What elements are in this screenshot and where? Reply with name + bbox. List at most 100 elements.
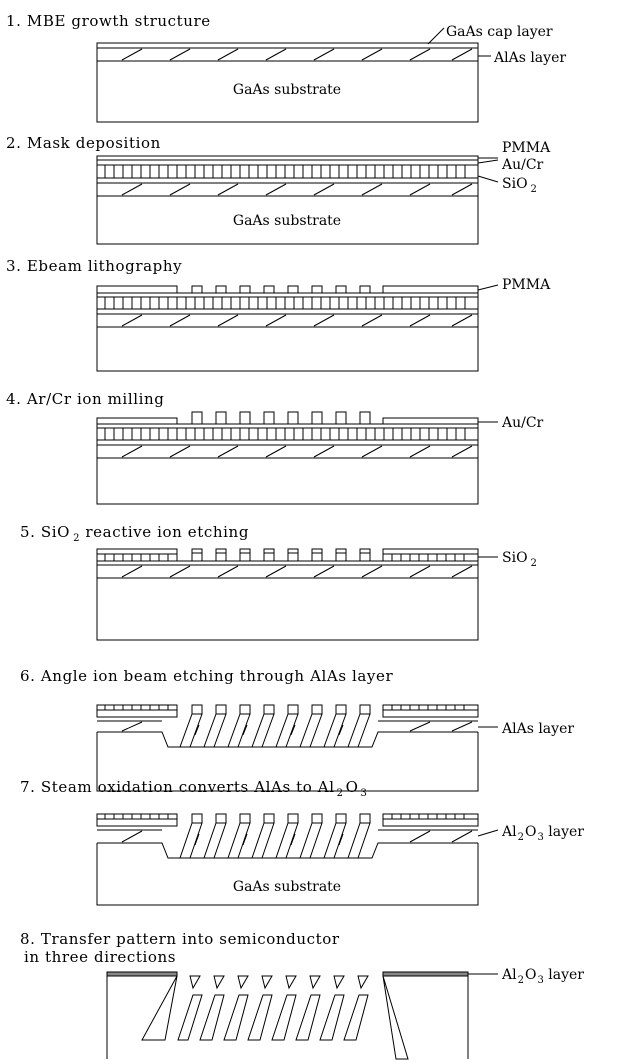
step-8-stack — [106, 971, 498, 1060]
step-4: 4. Ar/Cr ion milling — [6, 390, 544, 505]
step-1-title: 1. MBE growth structure — [6, 12, 211, 30]
pmma-block — [96, 285, 178, 294]
label-al2o3-layer: Al2O3 layer — [501, 824, 584, 843]
sio2-ticks — [104, 554, 465, 561]
au-cr-line — [359, 411, 371, 425]
al2o3-strip — [382, 971, 469, 977]
sio2-ticks — [104, 165, 466, 178]
gaas-substrate-block — [96, 42, 479, 123]
label-gaas-substrate: GaAs substrate — [233, 213, 341, 229]
au-cr-line — [335, 411, 347, 425]
alas-hatch — [121, 721, 473, 736]
leader-line — [427, 27, 445, 45]
step-3: 3. Ebeam lithography — [6, 257, 551, 372]
sio2-ticks — [104, 814, 465, 819]
leader-line — [477, 175, 499, 183]
label-al2o3-layer: Al2O3 layer — [501, 967, 584, 986]
sio2-line — [215, 548, 227, 562]
sio2-block — [382, 704, 479, 718]
pmma-line — [239, 285, 251, 294]
au-cr-block — [96, 417, 178, 425]
sio2-block — [96, 813, 178, 827]
step-1: 1. MBE growth structure GaAs cap layer A… — [6, 12, 566, 123]
label-alas-layer: AlAs layer — [493, 50, 566, 66]
alas-hatch — [121, 445, 473, 458]
step-2: 2. Mask deposition — [6, 134, 551, 245]
pmma-line — [287, 285, 299, 294]
label-gaas-cap-layer: GaAs cap layer — [446, 24, 553, 40]
pmma-line — [263, 285, 275, 294]
step-8-title-line-2: in three directions — [24, 948, 176, 966]
al2o3-hatch — [121, 830, 473, 846]
angled-posts — [179, 704, 371, 748]
alas-hatch — [121, 48, 473, 61]
alas-hatch — [121, 565, 473, 578]
au-cr-line — [263, 411, 275, 425]
label-alas-layer: AlAs layer — [501, 721, 574, 737]
trench-right-wall — [382, 975, 409, 1060]
gaas-substrate-block — [96, 560, 479, 641]
sio2-block — [96, 704, 178, 718]
au-cr-line — [311, 411, 323, 425]
pmma-line — [311, 285, 323, 294]
label-au-cr: Au/Cr — [501, 415, 544, 431]
sio2-block — [96, 548, 178, 562]
label-gaas-substrate: GaAs substrate — [233, 879, 341, 895]
au-cr-line — [215, 411, 227, 425]
pmma-line — [215, 285, 227, 294]
pmma-line — [359, 285, 371, 294]
leader-line — [477, 284, 499, 291]
etched-surface — [97, 731, 478, 748]
sio2-block — [382, 548, 479, 562]
sio2-ticks — [104, 705, 465, 710]
step-5-stack — [96, 548, 498, 641]
label-pmma: PMMA — [502, 140, 551, 156]
gaas-substrate-block — [96, 423, 479, 505]
au-cr-line — [191, 411, 203, 425]
gaas-substrate-block — [96, 843, 479, 906]
step-1-stack — [96, 27, 491, 123]
leader-line — [477, 159, 499, 164]
label-pmma: PMMA — [502, 277, 551, 293]
alas-hatch — [121, 183, 473, 196]
step-3-title: 3. Ebeam lithography — [6, 257, 182, 275]
label-au-cr: Au/Cr — [501, 157, 544, 173]
step-8-title-line-1: 8. Transfer pattern into semiconductor — [20, 930, 340, 948]
au-cr-block — [382, 417, 479, 425]
angled-posts — [179, 813, 371, 859]
pmma-block — [382, 285, 479, 294]
leader-line — [477, 829, 499, 837]
sio2-block — [382, 813, 479, 827]
step-8: 8. Transfer pattern into semiconductor i… — [20, 930, 584, 1060]
step-7-stack — [96, 813, 499, 906]
sio2-ticks — [104, 297, 466, 309]
step-4-stack — [96, 411, 498, 505]
trench-left-wall — [141, 975, 178, 1041]
step-3-stack — [96, 284, 499, 372]
gaas-substrate-block — [96, 155, 479, 245]
sio2-line — [335, 548, 347, 562]
step-2-stack — [96, 155, 499, 245]
sio2-line — [359, 548, 371, 562]
gaas-substrate-block — [96, 292, 479, 372]
al2o3-strip — [106, 971, 178, 977]
sio2-line — [239, 548, 251, 562]
sio2-line — [191, 548, 203, 562]
gaas-substrate-block — [96, 732, 479, 792]
pmma-line — [191, 285, 203, 294]
step-6-stack — [96, 704, 498, 792]
label-gaas-substrate: GaAs substrate — [233, 82, 341, 98]
au-cr-line — [239, 411, 251, 425]
sio2-line — [263, 548, 275, 562]
step-2-title: 2. Mask deposition — [6, 134, 161, 152]
step-6: 6. Angle ion beam etching through AlAs l… — [20, 667, 574, 792]
step-6-title: 6. Angle ion beam etching through AlAs l… — [20, 667, 393, 685]
pmma-line — [335, 285, 347, 294]
au-cr-line — [287, 411, 299, 425]
